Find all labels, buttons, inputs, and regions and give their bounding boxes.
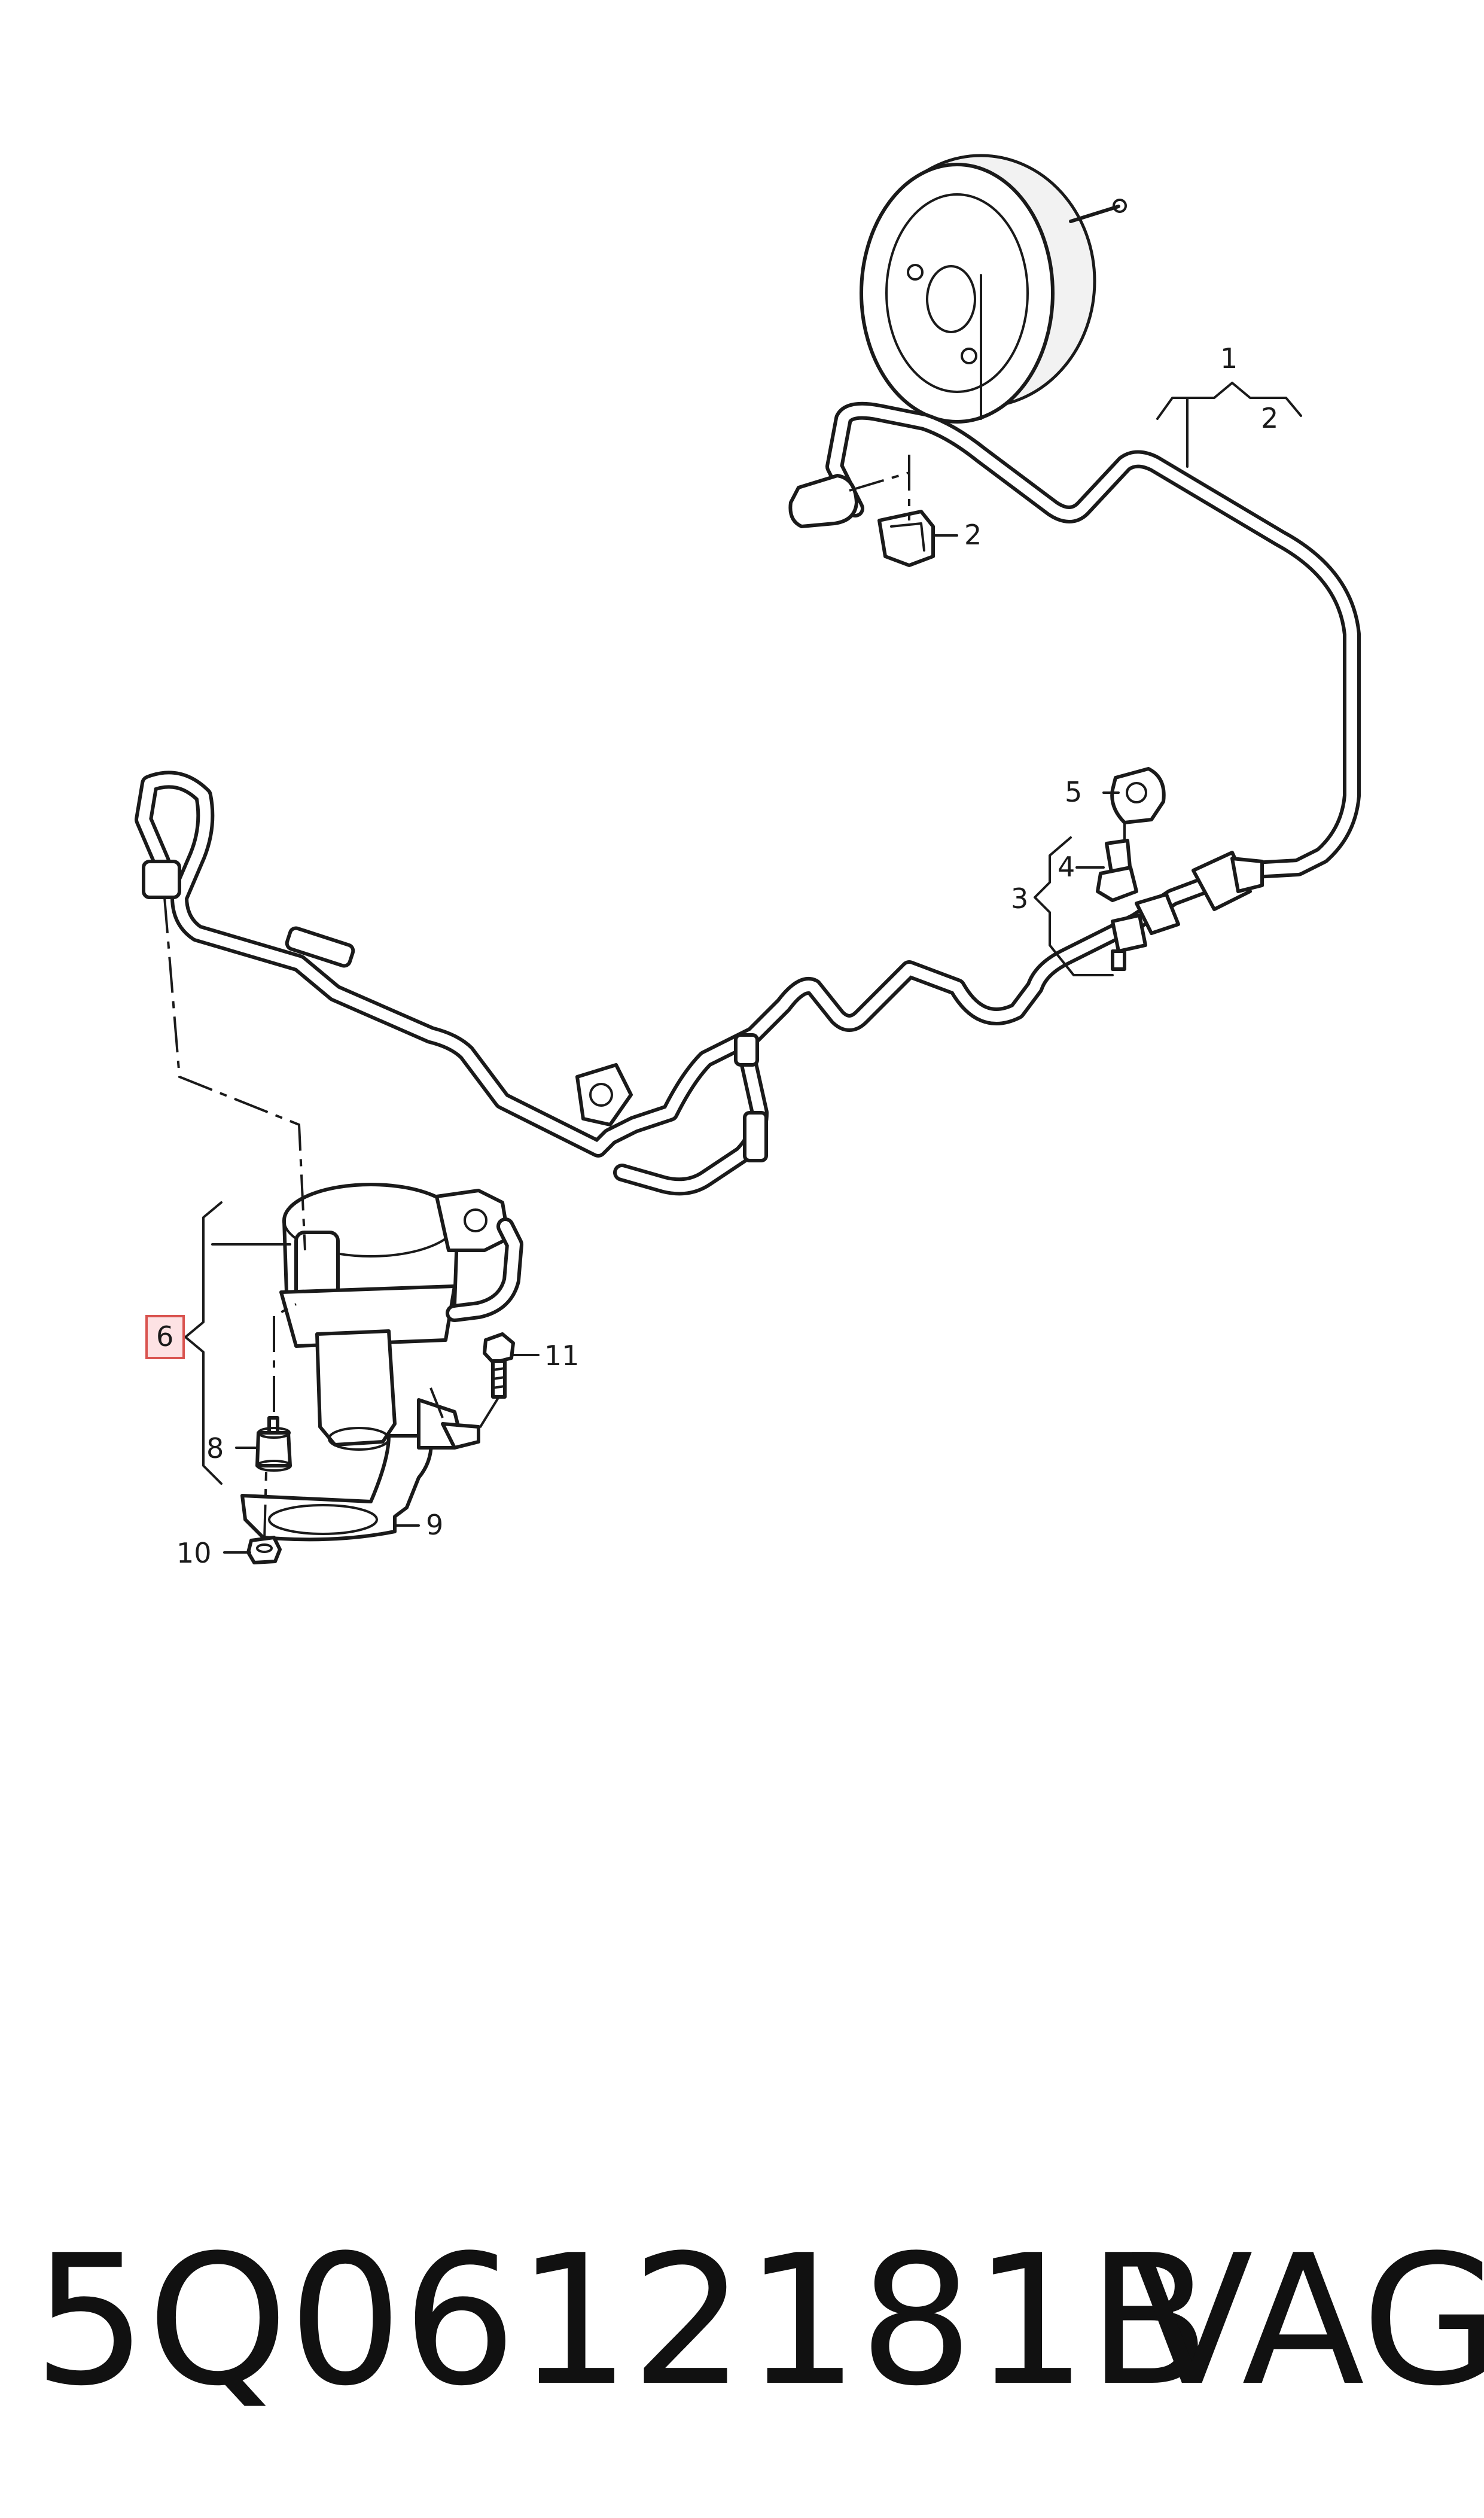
callout-5[interactable]: 5 <box>1065 776 1082 808</box>
hex-nut-icon <box>246 1536 282 1564</box>
vacuum-line-icon <box>135 401 1361 1196</box>
callout-10[interactable]: 10 <box>176 1537 212 1569</box>
air-pump-icon <box>279 1183 523 1451</box>
callout-9[interactable]: 9 <box>426 1509 443 1541</box>
brake-booster-icon <box>860 154 1127 424</box>
callout-8[interactable]: 8 <box>206 1432 224 1464</box>
hose-clip-icon <box>849 455 935 567</box>
callout-3[interactable]: 3 <box>1011 882 1028 915</box>
leader-lines <box>184 382 1302 1554</box>
assembly-lines <box>163 897 500 1541</box>
callout-4[interactable]: 4 <box>1058 851 1075 883</box>
callout-1[interactable]: 1 <box>1220 342 1238 374</box>
bolt-icon <box>483 1332 515 1399</box>
callout-2-top[interactable]: 2 <box>1261 402 1278 434</box>
mounting-bracket-icon <box>240 1398 480 1542</box>
pressure-sensor-icon <box>1096 767 1180 971</box>
callout-6[interactable]: 6 <box>156 1320 173 1353</box>
callout-2-clip[interactable]: 2 <box>964 519 982 551</box>
rubber-mount-icon <box>255 1416 292 1472</box>
part-number: 5Q0612181B <box>33 2216 1211 2425</box>
callout-11[interactable]: 11 <box>544 1339 580 1372</box>
brand-name: VAG <box>1130 2216 1484 2425</box>
highlight-box-6 <box>145 1315 185 1359</box>
